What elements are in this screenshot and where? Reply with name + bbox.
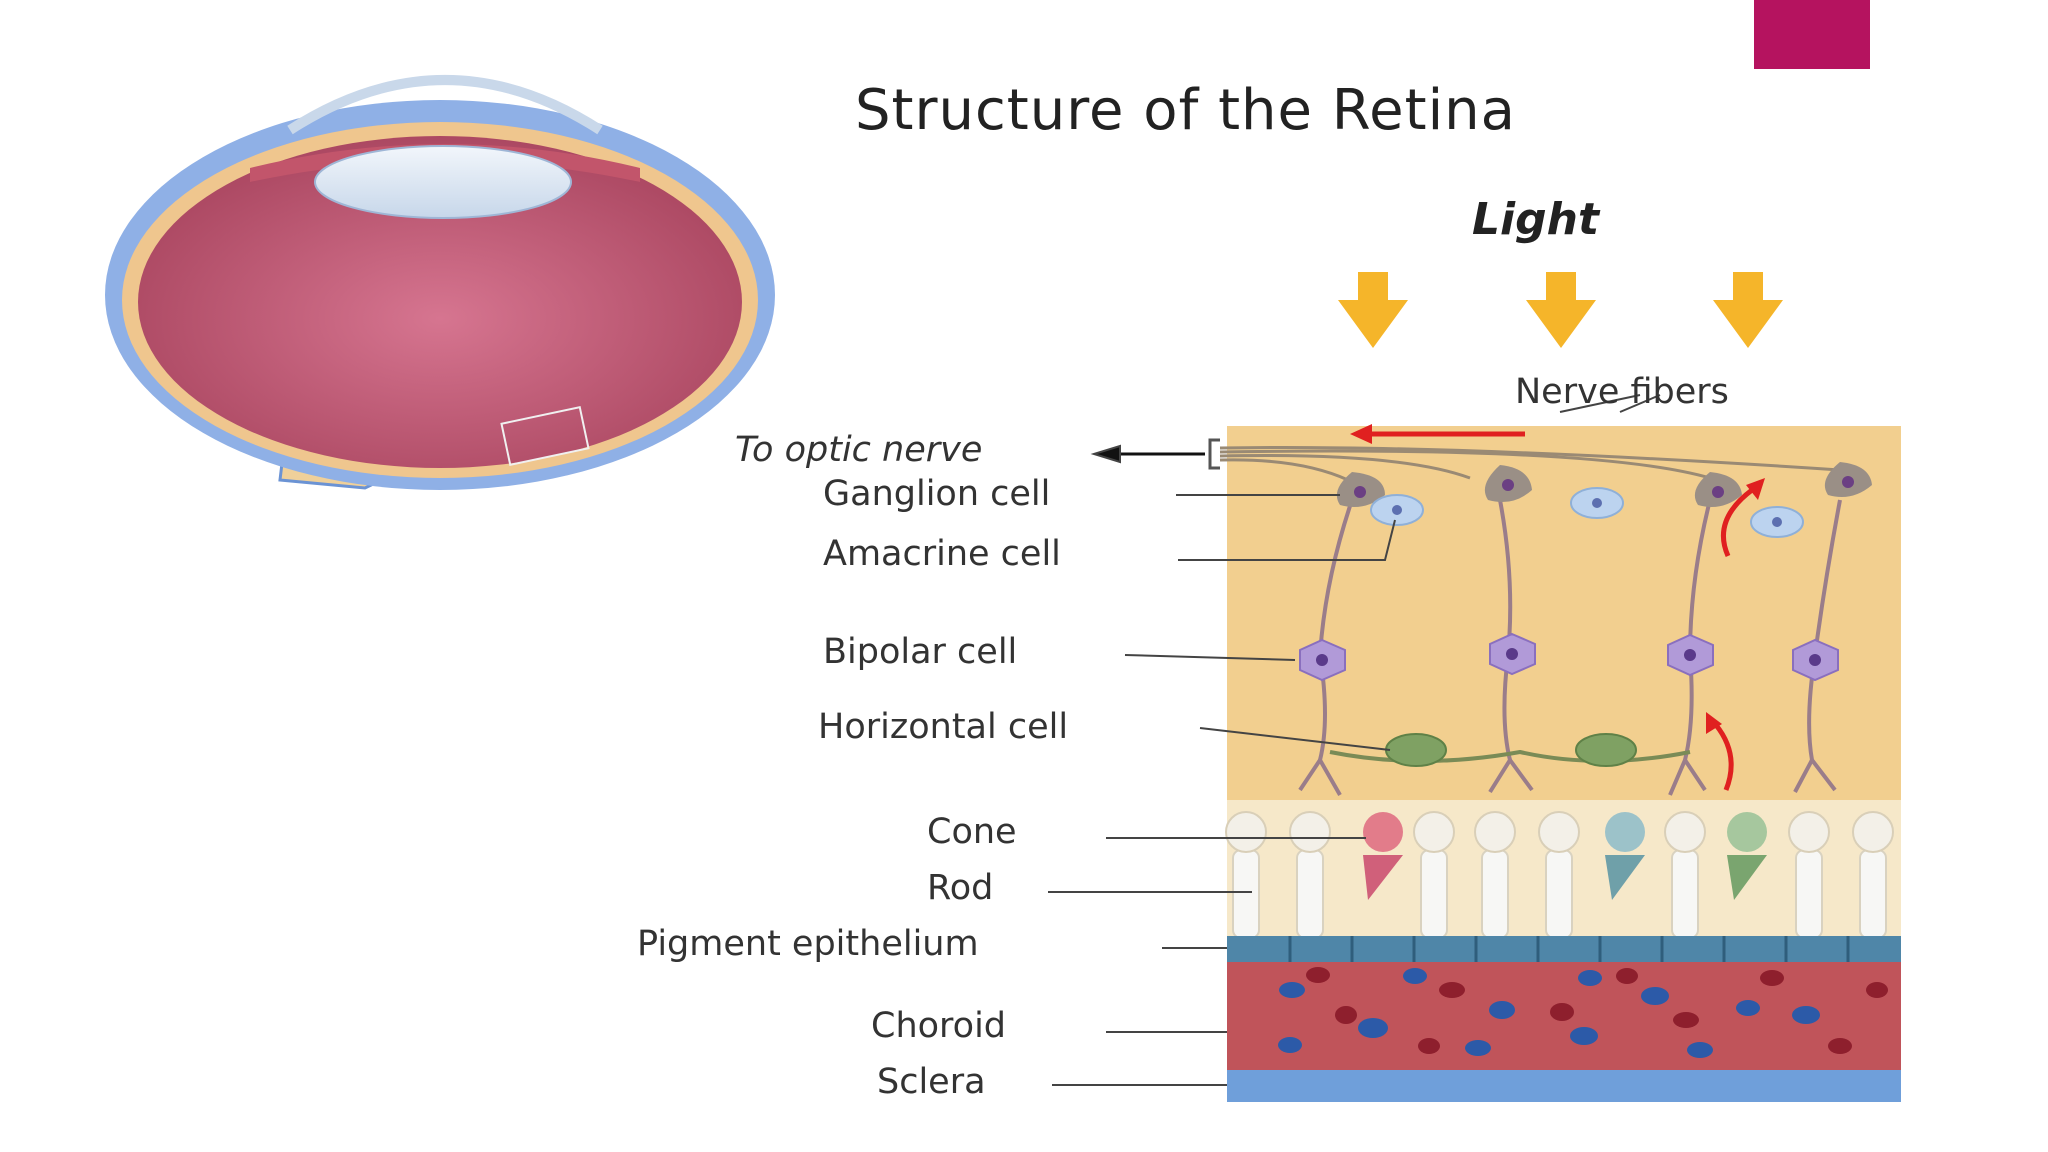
cone-green bbox=[1727, 812, 1767, 852]
label-horizontal-cell: Horizontal cell bbox=[818, 707, 1069, 747]
horizontal-cell-process bbox=[1329, 749, 1691, 763]
label-rod: Rod bbox=[927, 868, 994, 908]
label-sclera: Sclera bbox=[877, 1062, 986, 1102]
light-arrow bbox=[1526, 272, 1596, 348]
detail-box bbox=[500, 405, 590, 467]
accent-bar bbox=[1754, 0, 1870, 69]
cone-red bbox=[1363, 812, 1403, 852]
label-choroid: Choroid bbox=[871, 1006, 1007, 1046]
label-nerve-fibers: Nerve fibers bbox=[1515, 372, 1729, 412]
eye-interior bbox=[138, 136, 742, 468]
pigment-epithelium-layer bbox=[1227, 936, 1901, 962]
leader-lines bbox=[1048, 394, 1661, 1086]
eye-cross-section bbox=[105, 75, 775, 490]
nerve-fibers bbox=[1219, 445, 1841, 482]
cornea bbox=[287, 75, 603, 135]
photoreceptor-layer bbox=[1225, 800, 1901, 939]
lens bbox=[314, 145, 572, 219]
label-amacrine-cell: Amacrine cell bbox=[823, 534, 1061, 574]
label-cone: Cone bbox=[927, 812, 1017, 852]
label-bipolar-cell: Bipolar cell bbox=[823, 632, 1018, 672]
label-optic-nerve: To optic nerve bbox=[735, 430, 983, 470]
bracket bbox=[1208, 438, 1220, 470]
signal-arrows bbox=[1350, 424, 1765, 791]
light-arrow bbox=[1713, 272, 1783, 348]
label-ganglion-cell: Ganglion cell bbox=[823, 474, 1051, 514]
light-arrows bbox=[1338, 272, 1783, 348]
choroid-layer bbox=[1227, 962, 1901, 1070]
light-label: Light bbox=[1472, 194, 1599, 245]
light-arrow bbox=[1338, 272, 1408, 348]
amacrine-cells bbox=[1370, 487, 1804, 538]
iris bbox=[250, 144, 640, 182]
cone-blue bbox=[1605, 812, 1645, 852]
sclera-layer bbox=[1227, 1070, 1901, 1102]
retina-block bbox=[1208, 424, 1901, 1102]
horizontal-cells bbox=[1385, 733, 1637, 767]
diagram-title: Structure of the Retina bbox=[855, 78, 1516, 143]
label-pigment-epithelium: Pigment epithelium bbox=[637, 924, 979, 964]
